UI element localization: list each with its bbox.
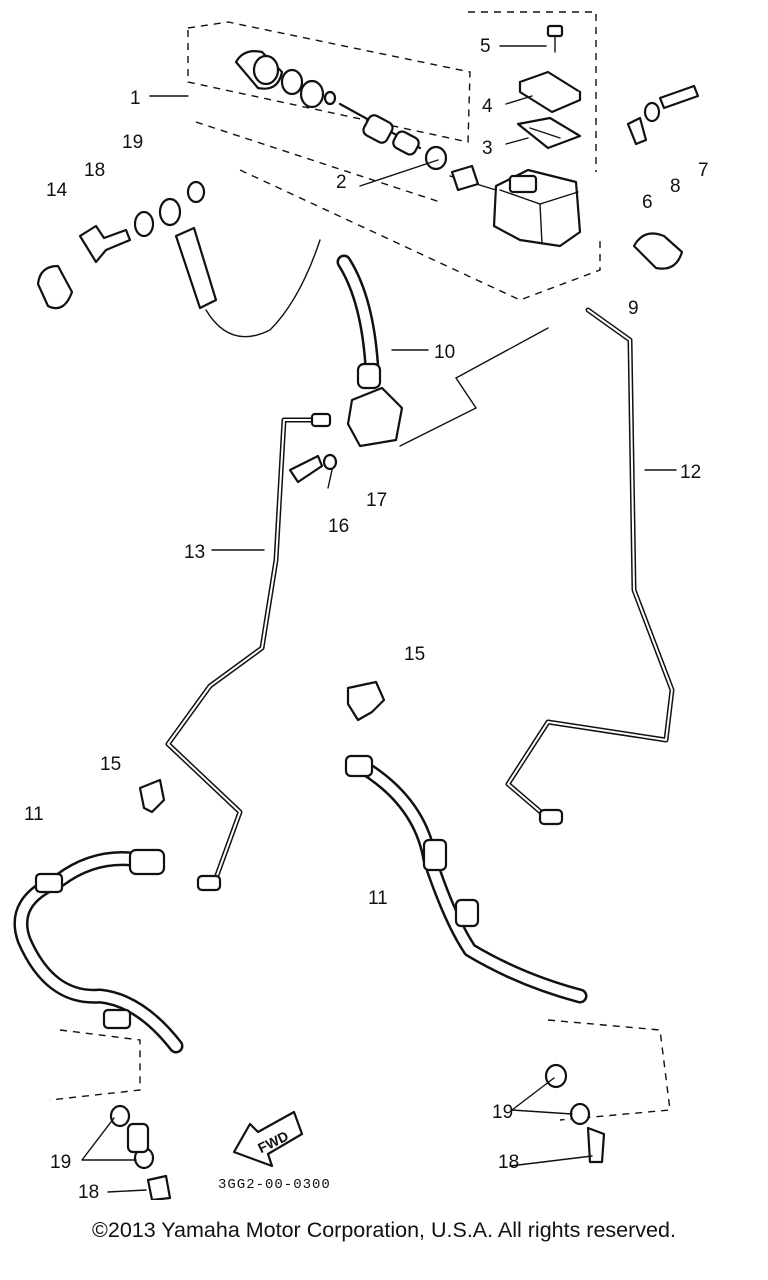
callout-13: 13 xyxy=(184,542,205,563)
callout-7: 7 xyxy=(698,160,709,181)
callout-15-right: 15 xyxy=(404,644,425,665)
callout-3: 3 xyxy=(482,138,493,159)
callout-19-left: 19 xyxy=(50,1152,71,1173)
callout-15-left: 15 xyxy=(100,754,121,775)
callout-19-right: 19 xyxy=(492,1102,513,1123)
callout-6: 6 xyxy=(642,192,653,213)
copyright-notice: ©2013 Yamaha Motor Corporation, U.S.A. A… xyxy=(92,1218,676,1242)
group-box-master-cylinder xyxy=(239,169,601,301)
group-box-piston-kit xyxy=(187,21,471,203)
brake-hose-left xyxy=(13,848,184,1054)
callout-18-right: 18 xyxy=(498,1152,519,1173)
cap-screw-part xyxy=(546,24,564,53)
brake-hose-upper xyxy=(336,254,380,378)
fitting-loop-line xyxy=(205,239,321,338)
callout-14: 14 xyxy=(46,180,68,201)
clip-right xyxy=(346,680,386,722)
caliper-left-outline xyxy=(49,1029,141,1101)
callout-18-left: 18 xyxy=(78,1182,99,1200)
union-bolt-upper xyxy=(78,180,206,264)
callout-19-top: 19 xyxy=(122,132,143,153)
hose-joint xyxy=(346,362,404,448)
reservoir-cap-part xyxy=(518,70,582,114)
drawing-code: 3GG2-00-0300 xyxy=(218,1177,331,1193)
boot-part xyxy=(632,232,684,270)
leader-lines xyxy=(81,45,677,1193)
master-cylinder-body xyxy=(449,164,582,248)
bleed-cap-part xyxy=(36,264,74,310)
brake-pipe-right xyxy=(505,307,675,826)
callout-11-left: 11 xyxy=(24,804,44,825)
callout-4: 4 xyxy=(482,96,493,117)
callout-2: 2 xyxy=(336,172,347,193)
union-bolt-bottom-left xyxy=(109,1104,172,1200)
callout-9: 9 xyxy=(628,298,639,319)
diaphragm-part xyxy=(516,116,582,150)
brake-pipe-left xyxy=(165,412,332,892)
hose-fitting-upper xyxy=(174,226,218,310)
clip-left xyxy=(138,778,166,814)
callout-12: 12 xyxy=(680,462,701,483)
callouts: 1 2 3 4 5 6 7 8 9 10 11 11 12 13 14 15 1… xyxy=(24,36,709,1200)
callout-18-top: 18 xyxy=(84,160,105,181)
callout-8: 8 xyxy=(670,176,681,197)
brake-hose-right xyxy=(344,754,588,1004)
group-box-reservoir xyxy=(468,11,597,172)
brake-parts-diagram: FWD 3GG2-00-0300 1 2 3 4 5 6 7 8 9 10 11… xyxy=(13,11,709,1200)
callout-1: 1 xyxy=(130,88,141,109)
callout-11-right: 11 xyxy=(368,888,388,909)
callout-16: 16 xyxy=(328,516,349,537)
pivot-bolt-part xyxy=(626,84,700,146)
union-bolt-joint xyxy=(288,453,338,484)
callout-10: 10 xyxy=(434,342,455,363)
piston-kit-part xyxy=(234,50,448,171)
caliper-right-outline xyxy=(547,1019,671,1121)
joint-leader-line xyxy=(399,327,549,447)
fwd-arrow: FWD xyxy=(232,1110,304,1168)
callout-17: 17 xyxy=(366,490,387,511)
callout-5: 5 xyxy=(480,36,491,57)
